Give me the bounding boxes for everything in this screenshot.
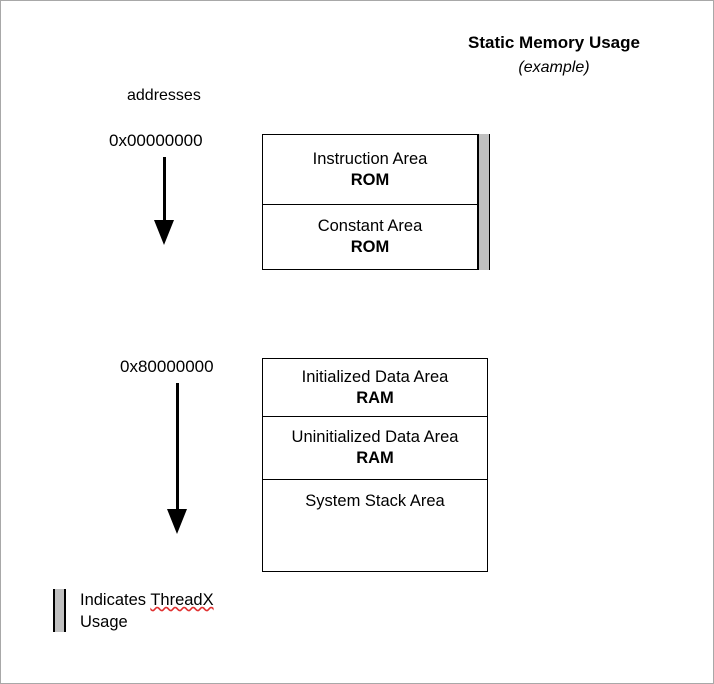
diagram-title: Static Memory Usage (example) [421, 32, 687, 79]
arrow-head [167, 509, 187, 534]
legend-text-threadx-term: ThreadX [150, 591, 214, 609]
segment-label: Uninitialized Data Area [291, 428, 459, 446]
memory-segment-uninitialized-data-area: Uninitialized Data Area RAM [262, 416, 488, 480]
legend-text-line-2: Usage [80, 613, 128, 631]
segment-memory-type: ROM [350, 238, 390, 256]
address-rom-start: 0x00000000 [109, 131, 203, 150]
segment-memory-type: RAM [356, 388, 394, 407]
legend-text: Indicates ThreadX Usage [80, 589, 214, 633]
segment-memory-type: ROM [350, 170, 390, 189]
segment-label: System Stack Area [305, 492, 445, 510]
arrow-shaft [163, 157, 166, 222]
segment-label: Instruction Area [312, 149, 428, 168]
ram-memory-block: Initialized Data Area RAM Uninitialized … [262, 358, 488, 572]
segment-label: Initialized Data Area [301, 367, 449, 386]
title-main: Static Memory Usage [468, 33, 640, 52]
segment-memory-type: RAM [356, 449, 394, 467]
legend: Indicates ThreadX Usage [53, 589, 214, 633]
title-subtitle: (example) [518, 59, 590, 76]
memory-segment-system-stack-area: System Stack Area [262, 479, 488, 572]
memory-segment-instruction-area: Instruction Area ROM [262, 134, 478, 205]
memory-segment-initialized-data-area: Initialized Data Area RAM [262, 358, 488, 417]
threadx-usage-indicator-bar-rom [478, 134, 490, 270]
memory-segment-constant-area: Constant Area ROM [262, 204, 478, 270]
arrow-shaft [176, 383, 179, 511]
arrow-head [154, 220, 174, 245]
address-ram-start: 0x80000000 [120, 357, 214, 376]
legend-swatch-threadx-usage [53, 589, 66, 632]
rom-memory-block: Instruction Area ROM Constant Area ROM [262, 134, 478, 270]
addresses-column-label: addresses [127, 87, 201, 104]
segment-label: Constant Area [317, 217, 423, 235]
legend-text-prefix: Indicates [80, 591, 151, 609]
